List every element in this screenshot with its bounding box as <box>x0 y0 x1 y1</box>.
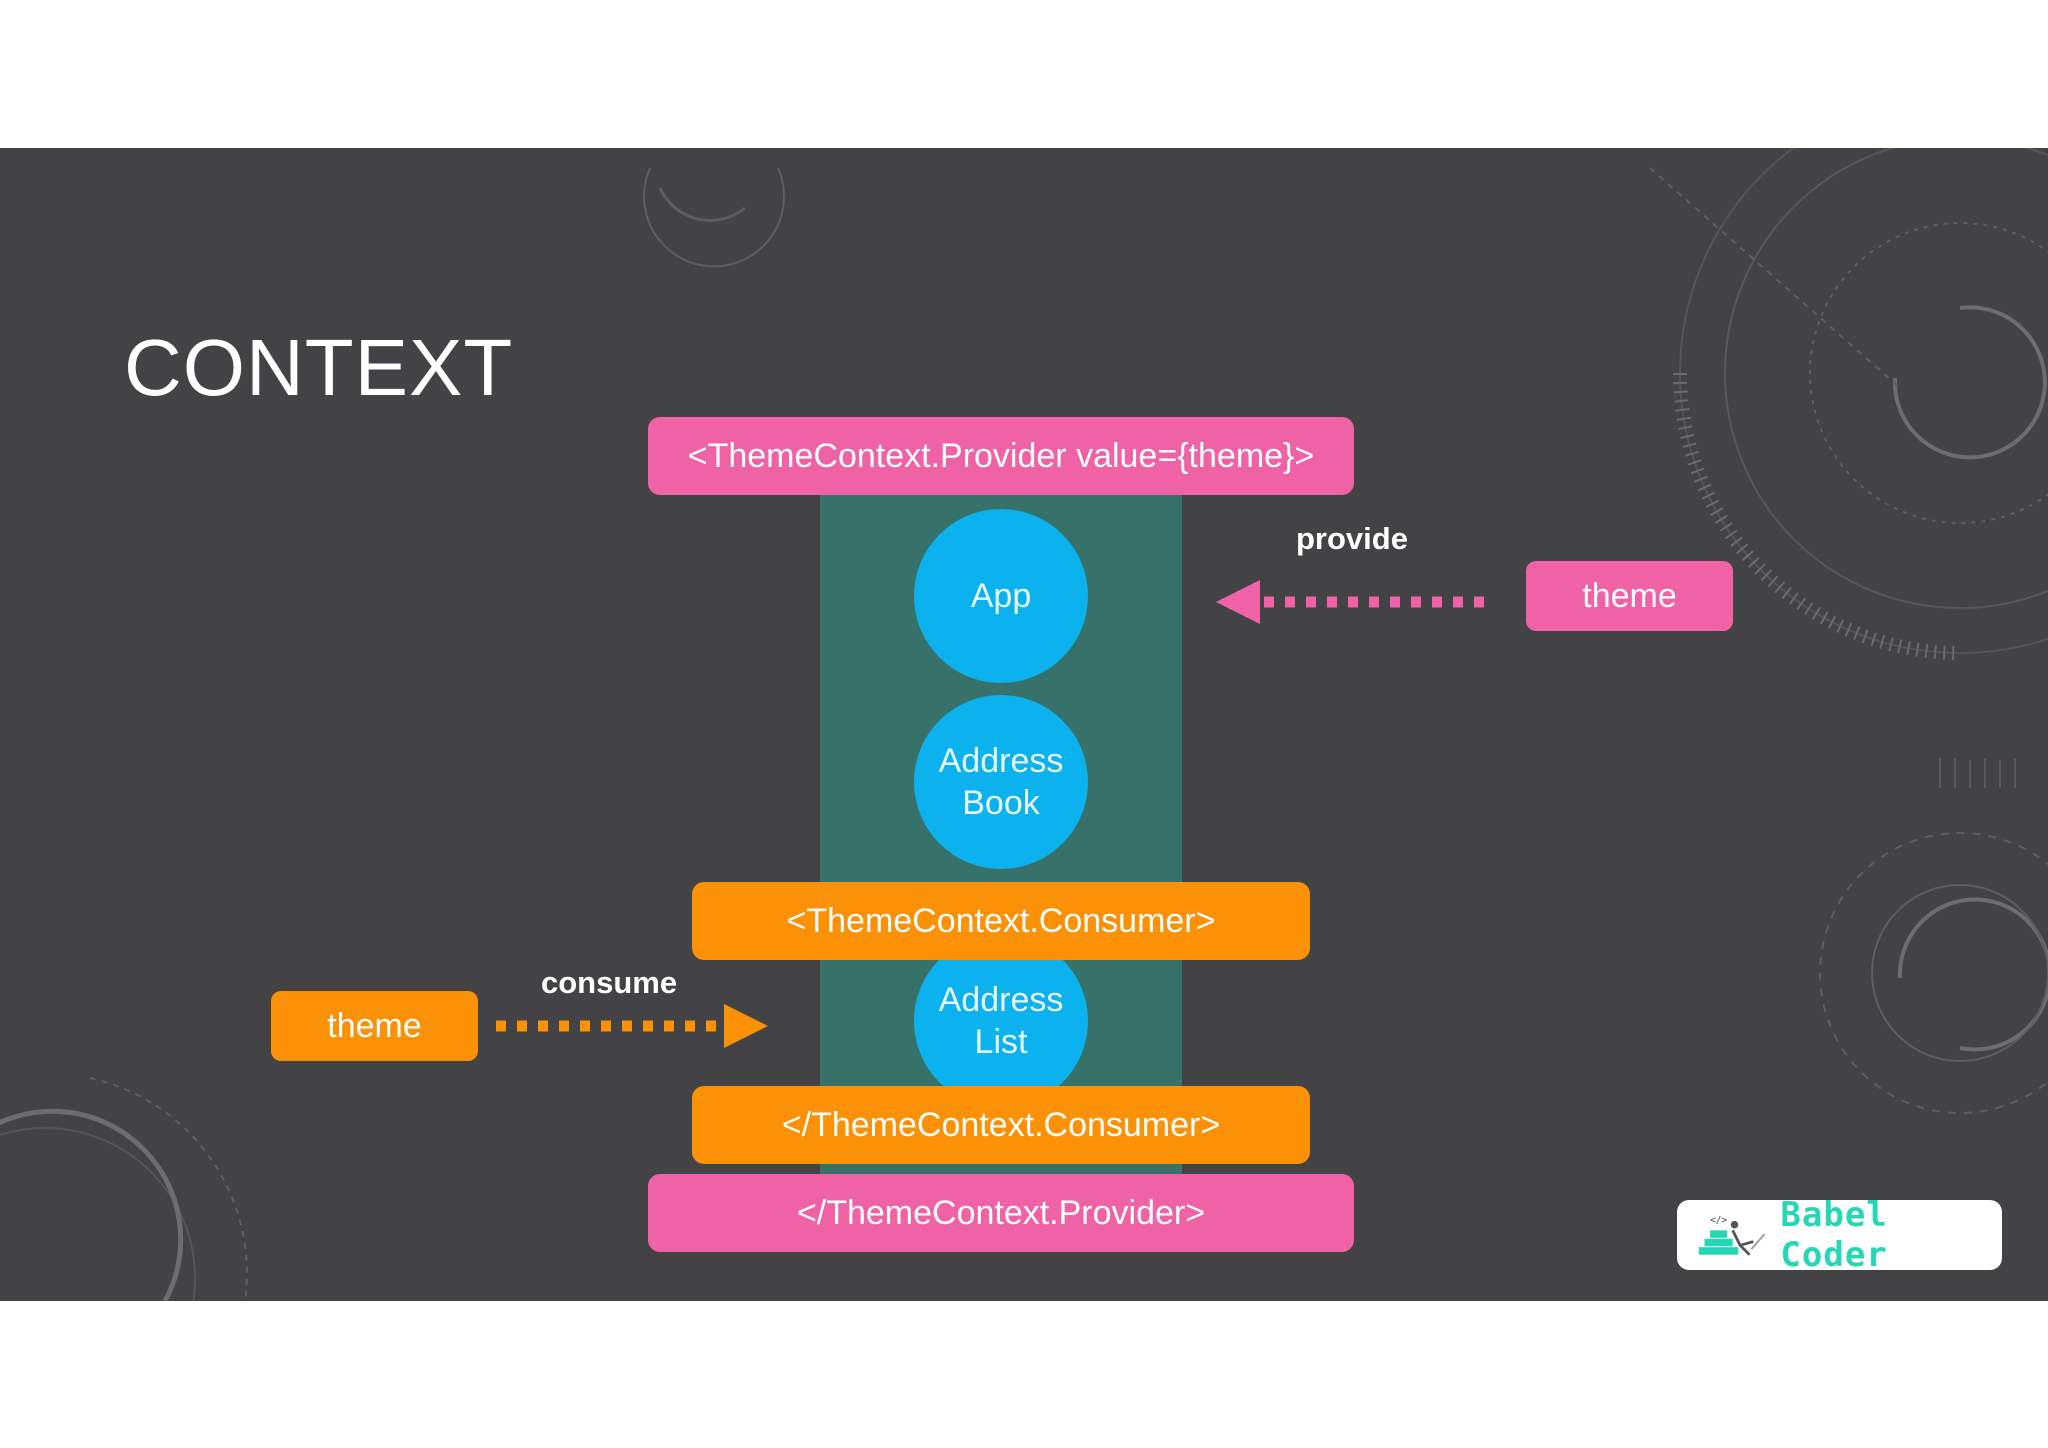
consume-arrow-icon <box>496 1004 768 1048</box>
slide-title: CONTEXT <box>124 323 514 412</box>
babel-coder-logo: </> Babel Coder <box>1677 1195 2002 1275</box>
consume-theme-badge: theme <box>271 991 478 1061</box>
logo-tag: </> <box>1710 1215 1727 1226</box>
babel-coder-logo-icon: </> <box>1698 1215 1766 1256</box>
app-component: App <box>914 509 1088 683</box>
provider-close-tag: </ThemeContext.Provider> <box>648 1174 1354 1252</box>
provide-theme-badge: theme <box>1526 561 1733 631</box>
provide-label: provide <box>1296 521 1408 556</box>
address-list-label-line2: List <box>974 1023 1028 1061</box>
provide-theme-text: theme <box>1582 576 1677 615</box>
app-label: App <box>970 577 1032 615</box>
consumer-open-text: <ThemeContext.Consumer> <box>786 901 1216 940</box>
slide: CONTEXT <ThemeContext.Provider value={th… <box>0 148 2048 1301</box>
address-list-component: Address List <box>914 934 1088 1108</box>
provide-arrow-icon <box>1216 580 1492 624</box>
decorative-gauges <box>0 148 2048 1301</box>
consume-label: consume <box>541 965 678 1000</box>
address-book-label-line2: Book <box>962 784 1040 822</box>
address-book-component: Address Book <box>914 695 1088 869</box>
provider-open-tag: <ThemeContext.Provider value={theme}> <box>648 417 1354 495</box>
consumer-close-text: </ThemeContext.Consumer> <box>781 1105 1221 1144</box>
consumer-open-tag: <ThemeContext.Consumer> <box>692 882 1310 960</box>
consume-theme-text: theme <box>327 1006 422 1045</box>
provider-open-text: <ThemeContext.Provider value={theme}> <box>687 436 1315 475</box>
address-list-label-line1: Address <box>938 981 1064 1019</box>
consumer-close-tag: </ThemeContext.Consumer> <box>692 1086 1310 1164</box>
address-book-label-line1: Address <box>938 742 1064 780</box>
provider-close-text: </ThemeContext.Provider> <box>796 1193 1206 1232</box>
logo-text: Babel Coder <box>1780 1195 1888 1275</box>
